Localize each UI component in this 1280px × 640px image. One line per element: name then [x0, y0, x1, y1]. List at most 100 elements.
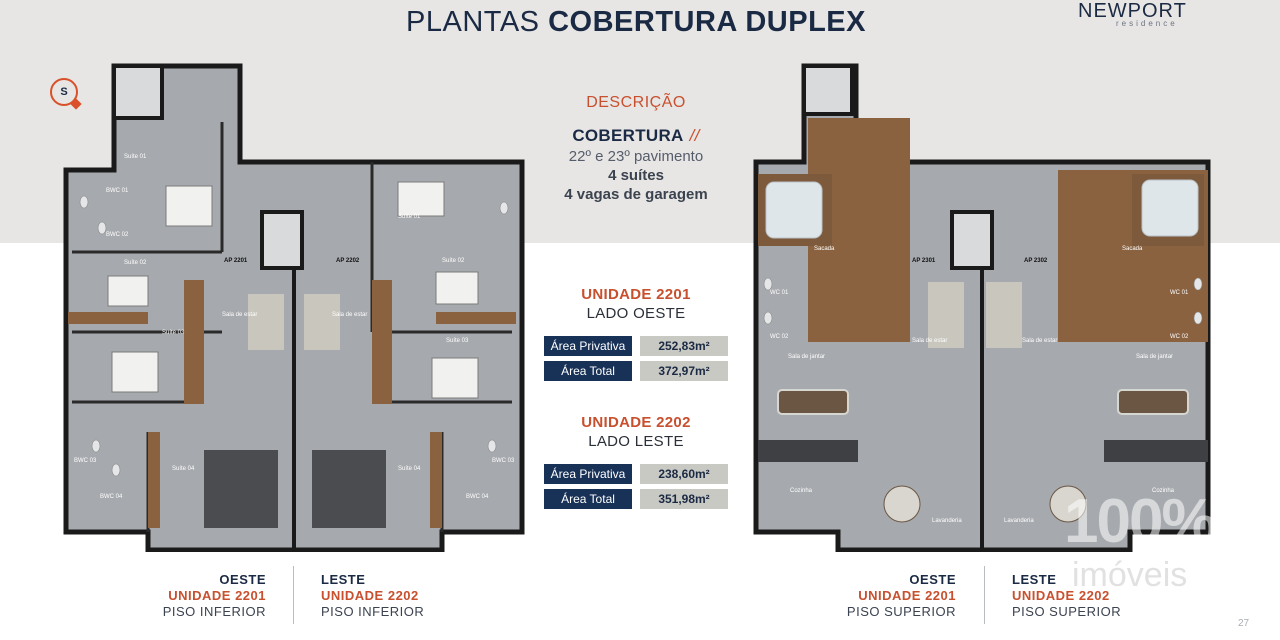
caption-lower-left: OESTE UNIDADE 2201 PISO INFERIOR	[140, 572, 266, 620]
area-label: Área Total	[544, 361, 632, 381]
cobertura-label: COBERTURA	[572, 126, 684, 145]
room-label: Sala de jantar	[1136, 354, 1173, 360]
room-label: Cozinha	[1152, 488, 1175, 494]
area-value: 252,83m²	[640, 336, 728, 356]
room-label: Sala de jantar	[788, 354, 825, 360]
caption-upper-right: LESTE UNIDADE 2202 PISO SUPERIOR	[1012, 572, 1142, 620]
room-label: BWC 02	[106, 232, 129, 238]
caption-unit: UNIDADE 2202	[321, 588, 419, 603]
title-light: PLANTAS	[406, 6, 540, 38]
room-label: Suíte 02	[124, 260, 147, 266]
unit-2201-private-row: Área Privativa 252,83m²	[544, 336, 728, 356]
room-label: Lavanderia	[932, 518, 962, 524]
unit-2201-heading: UNIDADE 2201 LADO OESTE	[500, 286, 772, 322]
logo-sub: residence	[1116, 19, 1178, 28]
caption-direction: OESTE	[909, 572, 956, 587]
caption-unit: UNIDADE 2201	[858, 588, 956, 603]
room-label: Suíte 01	[124, 154, 147, 160]
page-number: 27	[1238, 618, 1250, 629]
room-label: Suíte 03	[446, 338, 469, 344]
bathroom-fixtures	[79, 195, 509, 477]
room-label: Suíte 02	[442, 258, 465, 264]
shaft	[260, 210, 304, 270]
bathroom-fixtures	[763, 277, 1203, 325]
room-label: Sala de estar	[332, 312, 367, 318]
caption-lower-right: LESTE UNIDADE 2202 PISO INFERIOR	[321, 572, 451, 620]
suites-text: 4 suítes	[608, 167, 664, 184]
watermark-logo: 100%	[1064, 487, 1217, 556]
area-label: Área Privativa	[544, 464, 632, 484]
parking-text: 4 vagas de garagem	[564, 186, 708, 203]
upper-floor-plan: Sacada Sacada AP 2301 AP 2302 WC 01 WC 0…	[753, 63, 1211, 552]
room-label: Lavanderia	[1004, 518, 1034, 524]
area-value: 238,60m²	[640, 464, 728, 484]
shaft	[112, 64, 164, 120]
room-label: WC 02	[1170, 334, 1189, 340]
suite04-right-bed	[312, 450, 386, 528]
ap-label: AP 2202	[336, 258, 360, 264]
caption-upper-left: OESTE UNIDADE 2201 PISO SUPERIOR	[828, 572, 956, 620]
area-value: 351,98m²	[640, 489, 728, 509]
room-label: Sala de estar	[222, 312, 257, 318]
watermark-text: imóveis	[1072, 556, 1188, 594]
unit-2202-heading: UNIDADE 2202 LADO LESTE	[500, 414, 772, 450]
round-tables	[883, 485, 1087, 523]
room-label: Suíte 01	[398, 214, 421, 220]
room-label: Suíte 04	[398, 466, 421, 472]
caption-direction: OESTE	[219, 572, 266, 587]
room-label: Sacada	[814, 246, 835, 252]
jacuzzi-left-icon	[765, 181, 823, 239]
page-title: PLANTAS COBERTURA DUPLEX	[0, 6, 1272, 39]
description-block: DESCRIÇÃO COBERTURA// 22º e 23º paviment…	[500, 94, 772, 203]
unit-side: LADO OESTE	[586, 305, 686, 322]
room-label: WC 01	[770, 290, 789, 296]
dining-tables	[777, 389, 1189, 415]
room-label: BWC 04	[100, 494, 123, 500]
room-label: Sala de estar	[912, 338, 947, 344]
area-label: Área Privativa	[544, 336, 632, 356]
floors-text: 22º e 23º pavimento	[568, 148, 704, 165]
unit-side: LADO LESTE	[588, 433, 684, 450]
cobertura-title: COBERTURA//	[500, 126, 772, 146]
unit-2202-total-row: Área Total 351,98m²	[544, 489, 728, 509]
ap-label: AP 2201	[224, 258, 248, 264]
caption-divider	[984, 566, 985, 624]
unit-2202-private-row: Área Privativa 238,60m²	[544, 464, 728, 484]
kitchen-counters	[758, 440, 1208, 462]
brand-badge-icon: S	[50, 78, 78, 106]
caption-floor: PISO INFERIOR	[162, 604, 266, 619]
newport-logo: NEWPORT residence	[1078, 0, 1212, 30]
title-bold: COBERTURA DUPLEX	[548, 6, 866, 38]
ap-label: AP 2302	[1024, 258, 1048, 264]
room-label: Suíte 03	[162, 330, 185, 336]
room-label: Sala de estar	[1022, 338, 1057, 344]
sofas	[928, 282, 1022, 348]
caption-direction: LESTE	[1012, 572, 1057, 587]
room-label: Cozinha	[790, 488, 813, 494]
area-value: 372,97m²	[640, 361, 728, 381]
unit-title: UNIDADE 2202	[581, 414, 691, 431]
room-label: BWC 03	[74, 458, 97, 464]
suite04-left-bed	[204, 450, 278, 528]
description-heading: DESCRIÇÃO	[586, 94, 686, 111]
room-label: WC 01	[1170, 290, 1189, 296]
beds	[107, 181, 479, 399]
shaft	[950, 210, 994, 270]
logo-word: NEWPORT	[1078, 0, 1187, 22]
caption-unit: UNIDADE 2201	[168, 588, 266, 603]
caption-floor: PISO INFERIOR	[321, 604, 425, 619]
room-label: Sacada	[1122, 246, 1143, 252]
area-label: Área Total	[544, 489, 632, 509]
caption-divider	[293, 566, 294, 624]
caption-floor: PISO SUPERIOR	[846, 604, 956, 619]
room-label: BWC 04	[466, 494, 489, 500]
room-label: BWC 03	[492, 458, 515, 464]
caption-floor: PISO SUPERIOR	[1012, 604, 1122, 619]
room-label: WC 02	[770, 334, 789, 340]
room-label: BWC 01	[106, 188, 129, 194]
sofas	[248, 294, 340, 350]
room-label: Suíte 04	[172, 466, 195, 472]
caption-unit: UNIDADE 2202	[1012, 588, 1110, 603]
ap-label: AP 2301	[912, 258, 936, 264]
wardrobes	[68, 280, 516, 528]
